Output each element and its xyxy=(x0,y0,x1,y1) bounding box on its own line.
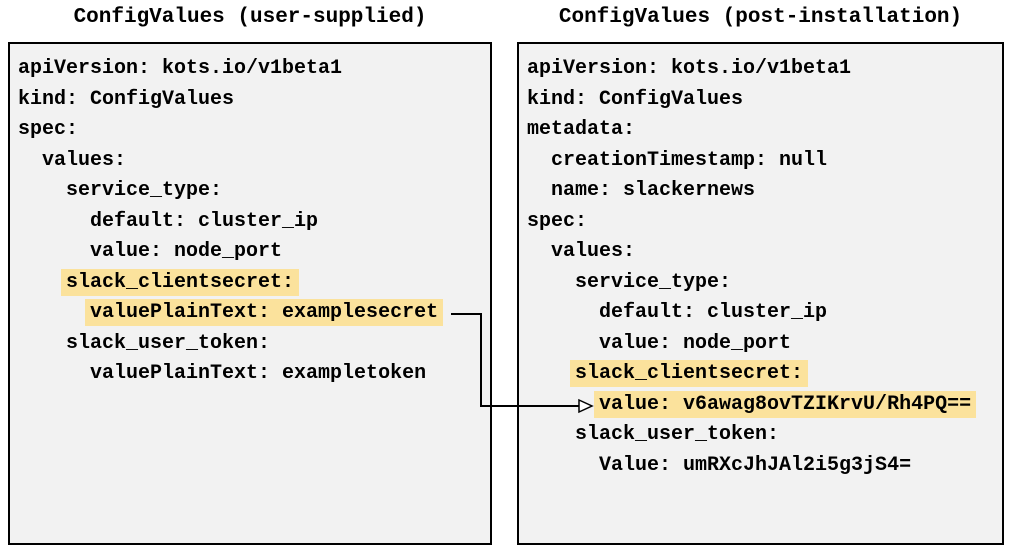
code-text: spec: xyxy=(527,209,588,233)
left-panel-title: ConfigValues (user-supplied) xyxy=(73,6,427,29)
indent xyxy=(527,149,551,172)
code-text: apiVersion: kots.io/v1beta1 xyxy=(527,57,852,80)
code-text: creationTimestamp: null xyxy=(551,148,828,172)
indent xyxy=(18,301,90,324)
code-line: value: node_port xyxy=(18,237,482,268)
code-text: slack_user_token: xyxy=(575,423,780,446)
code-line: kind: ConfigValues xyxy=(18,85,482,116)
indent xyxy=(18,210,90,233)
code-line: default: cluster_ip xyxy=(18,207,482,238)
code-text: kind: ConfigValues xyxy=(18,87,235,111)
code-text: value: node_port xyxy=(90,240,283,263)
indent xyxy=(18,179,66,202)
code-line: metadata: xyxy=(527,115,994,146)
indent xyxy=(18,149,42,172)
code-line: slack_clientsecret: xyxy=(527,359,994,390)
code-text: default: cluster_ip xyxy=(599,301,828,324)
indent xyxy=(527,240,551,263)
code-text: valuePlainText: exampletoken xyxy=(90,362,427,385)
highlighted-code-text: slack_clientsecret: xyxy=(61,268,300,296)
code-line: Value: umRXcJhJAl2i5g3jS4= xyxy=(527,451,994,482)
code-line: valuePlainText: examplesecret xyxy=(18,298,482,329)
indent xyxy=(527,301,599,324)
post-installation-config-code: apiVersion: kots.io/v1beta1 kind: ConfigV… xyxy=(519,44,1002,491)
indent xyxy=(18,240,90,263)
code-text: default: cluster_ip xyxy=(90,209,319,233)
code-text: values: xyxy=(551,240,636,263)
code-text: values: xyxy=(42,148,127,172)
code-line: name: slackernews xyxy=(527,176,994,207)
code-text: service_type: xyxy=(575,270,732,294)
code-line: apiVersion: kots.io/v1beta1 xyxy=(527,54,994,85)
code-line: value: v6awag8ovTZIKrvU/Rh4PQ== xyxy=(527,390,994,421)
code-text: kind: ConfigValues xyxy=(527,87,744,111)
indent xyxy=(527,362,575,385)
post-installation-config-box: apiVersion: kots.io/v1beta1 kind: ConfigV… xyxy=(517,42,1004,545)
indent xyxy=(18,271,66,294)
code-line: values: xyxy=(18,146,482,177)
indent xyxy=(527,179,551,202)
code-line: value: node_port xyxy=(527,329,994,360)
code-line: service_type: xyxy=(18,176,482,207)
indent xyxy=(527,271,575,294)
highlighted-code-text: valuePlainText: examplesecret xyxy=(85,299,444,326)
indent xyxy=(18,362,90,385)
code-line: apiVersion: kots.io/v1beta1 xyxy=(18,54,482,85)
code-line: creationTimestamp: null xyxy=(527,146,994,177)
code-line: slack_user_token: xyxy=(18,329,482,360)
code-line: valuePlainText: exampletoken xyxy=(18,359,482,390)
indent xyxy=(18,332,66,355)
indent xyxy=(527,332,599,355)
code-line: kind: ConfigValues xyxy=(527,85,994,116)
indent xyxy=(527,393,599,416)
code-line: service_type: xyxy=(527,268,994,299)
code-line: spec: xyxy=(527,207,994,238)
code-text: Value: umRXcJhJAl2i5g3jS4= xyxy=(599,453,912,477)
highlighted-code-text: slack_clientsecret: xyxy=(570,360,809,387)
code-text: value: node_port xyxy=(599,331,792,355)
indent xyxy=(527,423,575,446)
right-panel-title: ConfigValues (post-installation) xyxy=(558,6,963,29)
user-supplied-config-box: apiVersion: kots.io/v1beta1 kind: ConfigV… xyxy=(8,42,492,545)
code-text: metadata: xyxy=(527,118,636,141)
code-line: default: cluster_ip xyxy=(527,298,994,329)
code-text: name: slackernews xyxy=(551,179,756,202)
code-line: slack_clientsecret: xyxy=(18,268,482,299)
indent xyxy=(527,454,599,477)
code-text: spec: xyxy=(18,118,79,141)
code-line: values: xyxy=(527,237,994,268)
code-line: slack_user_token: xyxy=(527,420,994,451)
highlighted-code-text: value: v6awag8ovTZIKrvU/Rh4PQ== xyxy=(594,390,977,418)
user-supplied-config-code: apiVersion: kots.io/v1beta1 kind: ConfigV… xyxy=(10,44,490,400)
code-text: slack_user_token: xyxy=(66,331,271,355)
code-text: service_type: xyxy=(66,179,223,202)
code-text: apiVersion: kots.io/v1beta1 xyxy=(18,57,343,80)
code-line: spec: xyxy=(18,115,482,146)
